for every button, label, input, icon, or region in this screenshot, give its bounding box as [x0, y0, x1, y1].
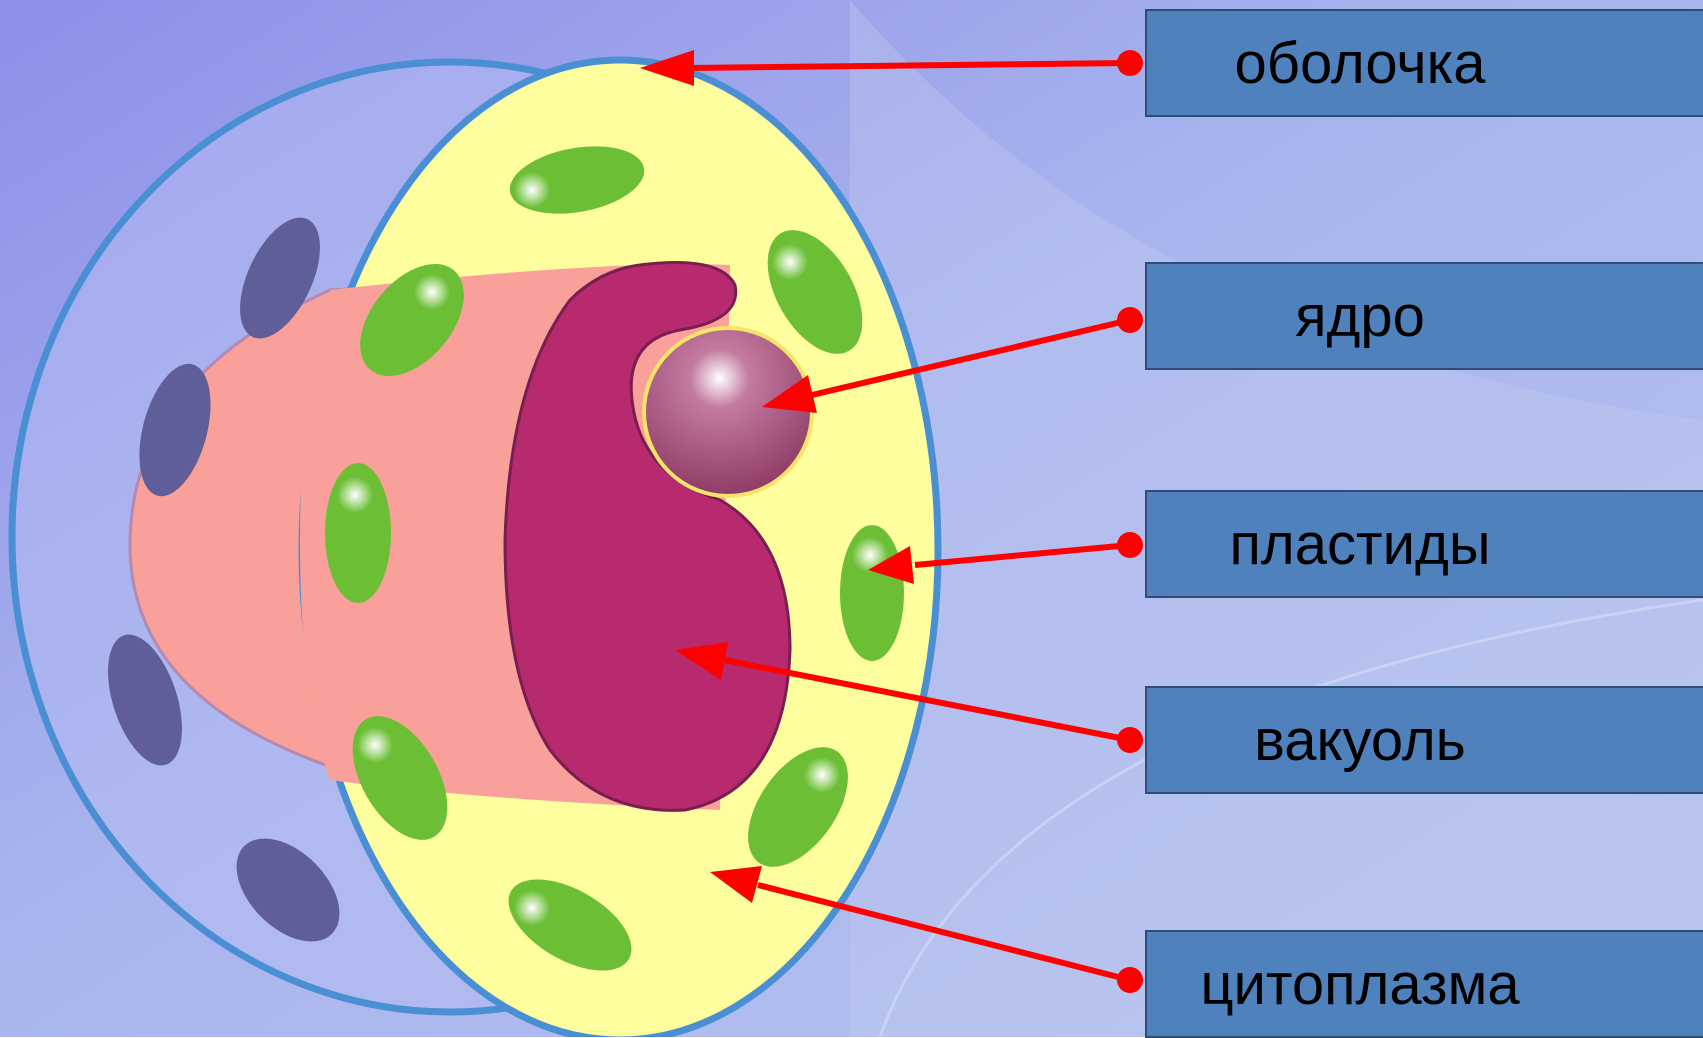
label-box-membrane: оболочка [1145, 9, 1703, 117]
label-box-cytoplasm: цитоплазма [1145, 930, 1703, 1038]
label-membrane: оболочка [1234, 30, 1485, 97]
nucleus [644, 328, 812, 496]
label-box-nucleus: ядро [1145, 262, 1703, 370]
label-nucleus: ядро [1295, 283, 1425, 350]
label-box-plastids: пластиды [1145, 490, 1703, 598]
label-cytoplasm: цитоплазма [1200, 951, 1519, 1018]
label-box-vacuole: вакуоль [1145, 686, 1703, 794]
label-vacuole: вакуоль [1254, 707, 1466, 774]
label-plastids: пластиды [1230, 511, 1491, 578]
